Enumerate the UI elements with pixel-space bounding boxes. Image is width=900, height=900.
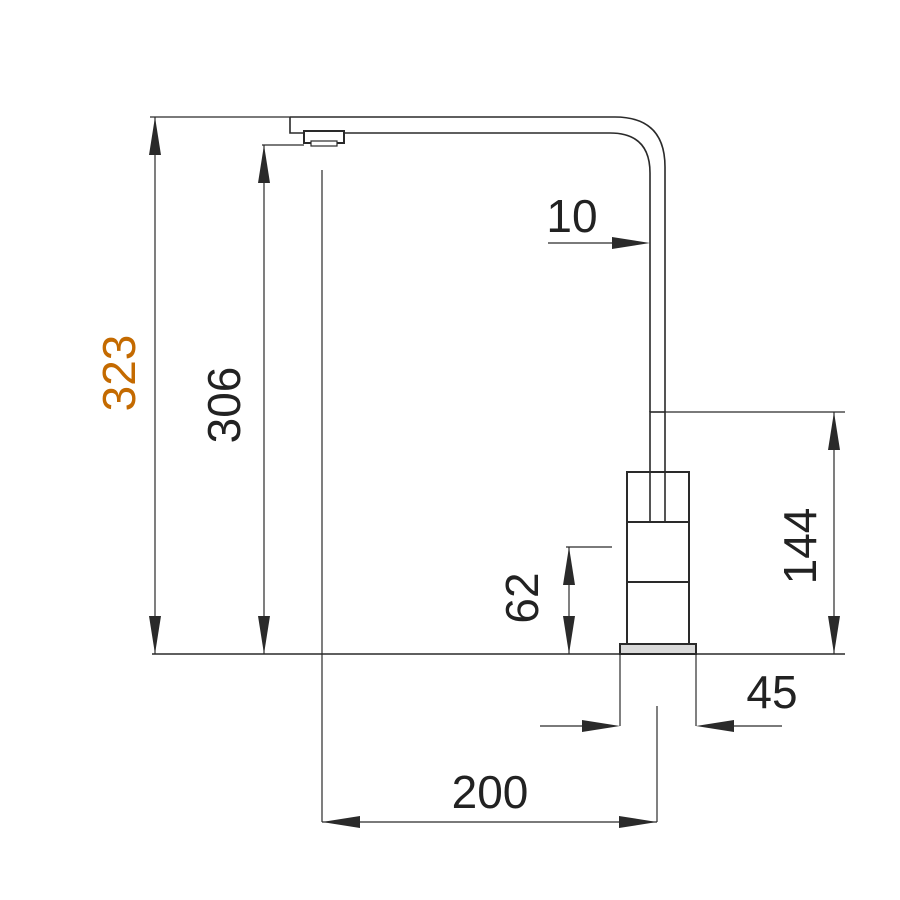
handle-upper	[626, 471, 690, 523]
arrow-up-icon	[828, 412, 840, 450]
dimension-base-diameter: 45	[540, 666, 798, 732]
dimension-spout-reach: 200	[322, 766, 657, 828]
arrow-down-icon	[828, 616, 840, 654]
arrow-left-icon	[322, 816, 360, 828]
dimension-total-height: 323	[93, 117, 161, 654]
label-total-height: 323	[93, 335, 145, 412]
spout-outer-edge	[290, 116, 666, 412]
arrow-down-icon	[563, 616, 575, 654]
label-base-diameter: 45	[746, 666, 797, 718]
arrow-up-icon	[258, 145, 270, 183]
arrow-right-icon	[612, 237, 650, 249]
spout-inner-edge	[289, 117, 651, 412]
dimension-lever-height: 62	[496, 547, 575, 654]
arrow-right-icon	[619, 816, 657, 828]
label-spout-height: 306	[198, 367, 250, 444]
arrow-right-icon	[582, 720, 620, 732]
label-tube-diameter: 10	[546, 190, 597, 242]
label-spout-reach: 200	[452, 766, 529, 818]
body-column	[626, 581, 690, 645]
arrow-left-icon	[696, 720, 734, 732]
faucet-outline	[289, 116, 697, 655]
label-column-height: 144	[774, 508, 826, 585]
arrow-up-icon	[149, 117, 161, 155]
dimension-column-height: 144	[774, 412, 840, 654]
handle-lower	[626, 521, 690, 583]
arrow-up-icon	[563, 547, 575, 585]
dimension-tube-diameter: 10	[546, 190, 650, 249]
reference-lines	[150, 116, 845, 822]
aerator-tip	[310, 140, 338, 147]
base-plate	[619, 643, 697, 655]
label-lever-height: 62	[496, 572, 548, 623]
arrow-down-icon	[149, 616, 161, 654]
arrow-down-icon	[258, 616, 270, 654]
dimension-spout-height: 306	[198, 145, 270, 654]
